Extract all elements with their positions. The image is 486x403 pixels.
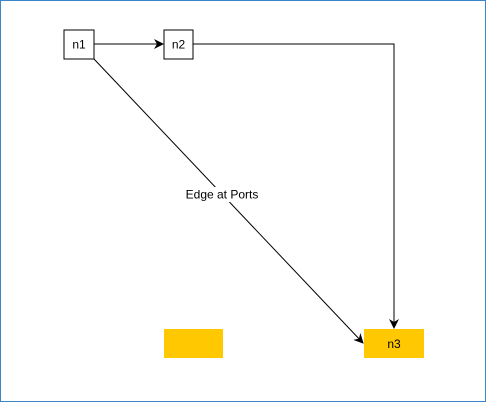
edge-n1-n3[interactable]: Edge at Ports bbox=[93, 58, 364, 344]
node-n1[interactable]: n1 bbox=[63, 29, 95, 60]
node-n2[interactable]: n2 bbox=[163, 29, 194, 60]
node-blank[interactable] bbox=[164, 329, 223, 358]
node-n3-label: n3 bbox=[387, 337, 401, 351]
edge-label-background bbox=[184, 187, 260, 202]
edge-label-edge-at-ports: Edge at Ports bbox=[186, 188, 259, 202]
node-n2-label: n2 bbox=[172, 38, 186, 52]
edge-n2-n3[interactable] bbox=[193, 43, 399, 329]
node-n1-label: n1 bbox=[72, 38, 86, 52]
node-n3[interactable]: n3 bbox=[364, 329, 424, 358]
